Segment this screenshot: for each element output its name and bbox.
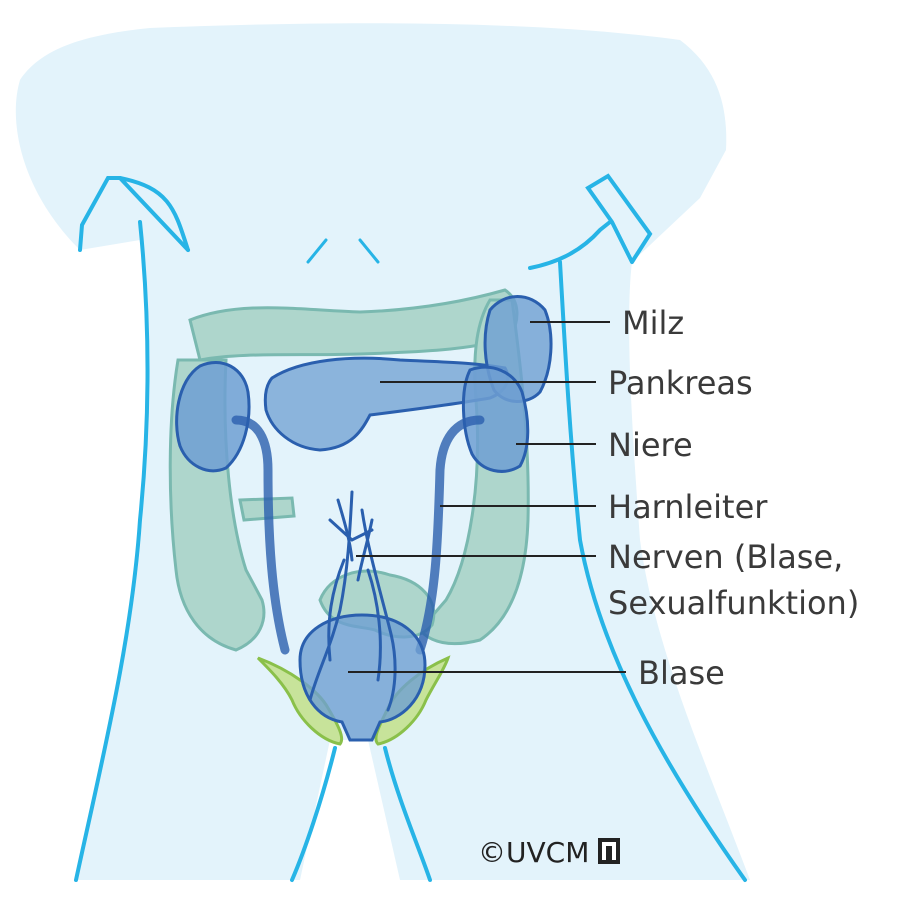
torso-left-shoulder (118, 176, 190, 252)
label-milz: Milz (622, 304, 684, 342)
label-nerven-line1: Nerven (Blase, (608, 538, 843, 576)
sternum-notch (306, 238, 380, 264)
torso (15, 23, 751, 882)
copyright-text: ©UVCM (478, 836, 589, 869)
nerve-plexus (308, 490, 397, 712)
torso-left-outline (74, 176, 190, 882)
kidney-left (175, 360, 251, 473)
leader-lines (348, 321, 626, 673)
torso-fill (15, 23, 751, 880)
uvcm-logo-icon (598, 838, 620, 864)
legs-outline (290, 746, 432, 882)
labels: Milz Pankreas Niere Harnleiter Nerven (B… (608, 304, 859, 692)
label-nerven-line2: Sexualfunktion) (608, 584, 859, 622)
copyright-block: ©UVCM (478, 836, 620, 869)
label-blase: Blase (638, 654, 725, 692)
label-pankreas: Pankreas (608, 364, 753, 402)
ureters (231, 415, 485, 655)
label-harnleiter: Harnleiter (608, 488, 768, 526)
ureter-left (231, 415, 290, 655)
label-niere: Niere (608, 426, 693, 464)
ureter-right (415, 415, 485, 655)
torso-right-outline (528, 173, 747, 882)
